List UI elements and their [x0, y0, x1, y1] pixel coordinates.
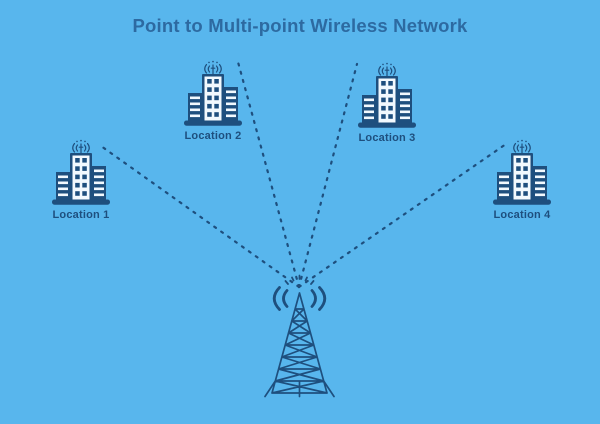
- node-location-2: Location 2: [178, 60, 248, 142]
- office-building-icon: [46, 139, 116, 207]
- link-tower-location-4: [297, 142, 508, 289]
- signal-sparks: [284, 274, 315, 285]
- location-2-label: Location 2: [184, 130, 242, 142]
- location-1-label: Location 1: [52, 209, 110, 221]
- office-building-icon: [352, 62, 422, 130]
- radio-tower-icon: [264, 274, 335, 398]
- link-tower-location-1: [99, 144, 301, 289]
- node-location-1: Location 1: [46, 139, 116, 221]
- network-links: [99, 60, 508, 289]
- office-building-icon: [178, 60, 248, 128]
- location-3-label: Location 3: [358, 132, 416, 144]
- node-location-3: Location 3: [352, 62, 422, 144]
- location-4-label: Location 4: [493, 209, 551, 221]
- office-building-icon: [487, 139, 557, 207]
- diagram-title: Point to Multi-point Wireless Network: [132, 15, 468, 36]
- node-location-4: Location 4: [487, 139, 557, 221]
- signal-waves-icon: [272, 286, 327, 311]
